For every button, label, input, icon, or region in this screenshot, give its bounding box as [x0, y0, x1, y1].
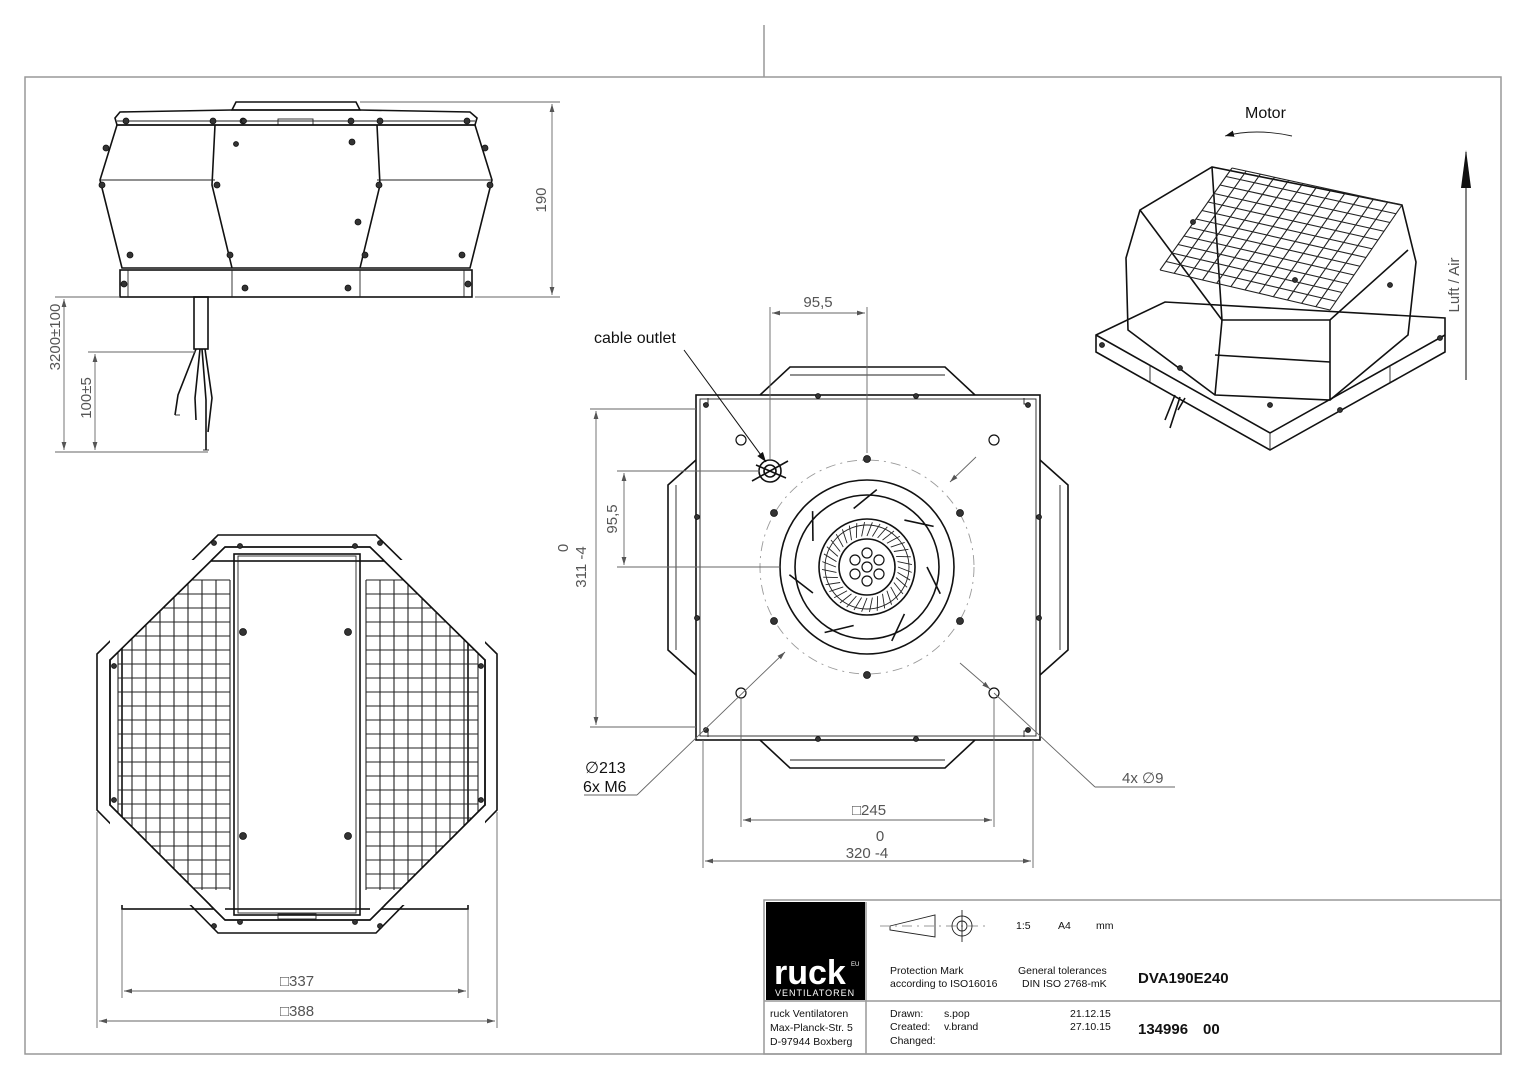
drawing-frame — [24, 25, 1502, 1055]
scale-value: 1:5 — [1016, 920, 1031, 932]
paper-size: A4 — [1058, 920, 1071, 932]
dim-outer-square: □388 — [280, 1003, 314, 1020]
dim-side-offset: 95,5 — [604, 504, 621, 533]
dim-bolt-thread: 6x M6 — [583, 779, 627, 796]
created-label: Created: — [890, 1021, 930, 1033]
dim-housing-square: □337 — [280, 973, 314, 990]
logo-subtitle: VENTILATOREN — [775, 988, 855, 998]
created-date: 27.10.15 — [1070, 1021, 1111, 1033]
drawn-date: 21.12.15 — [1070, 1008, 1111, 1020]
side-view-dimensions — [55, 101, 560, 453]
protection-mark-1: Protection Mark — [890, 965, 964, 977]
address-line-3: D-97944 Boxberg — [770, 1036, 852, 1048]
bottom-view — [667, 366, 1069, 769]
side-view — [98, 101, 494, 451]
changed-label: Changed: — [890, 1035, 936, 1047]
unit-value: mm — [1096, 920, 1114, 932]
drawn-label: Drawn: — [890, 1008, 923, 1020]
title-block — [763, 899, 1502, 1055]
logo-superscript: EU — [851, 962, 859, 968]
protection-mark-2: according to ISO16016 — [890, 978, 998, 990]
impeller-blades — [788, 488, 941, 642]
top-view — [96, 534, 498, 934]
address-line-2: Max-Planck-Str. 5 — [770, 1022, 853, 1034]
dim-base-width: 320 -4 — [846, 845, 889, 862]
dim-side-height: 190 — [533, 187, 550, 212]
product-name: DVA190E240 — [1138, 970, 1229, 987]
address-line-1: ruck Ventilatoren — [770, 1008, 848, 1020]
grille-top — [1159, 167, 1403, 311]
created-by: v.brand — [944, 1021, 978, 1033]
dim-top-offset: 95,5 — [803, 294, 832, 311]
drawn-by: s.pop — [944, 1008, 970, 1020]
logo-text: ruck — [774, 954, 846, 992]
tolerances-1: General tolerances — [1018, 965, 1107, 977]
isometric-view — [1095, 130, 1471, 451]
dim-side-tol-top: 0 — [555, 544, 572, 552]
top-view-dimensions — [96, 812, 498, 1028]
dim-cable-length: 3200±100 — [47, 304, 64, 371]
dim-side-tol: 311 -4 — [573, 546, 590, 587]
dim-hole-square: □245 — [852, 802, 886, 819]
dim-base-tol-top: 0 — [876, 828, 884, 845]
bottom-view-dimensions — [584, 307, 1175, 868]
dim-holes: 4x ∅9 — [1122, 770, 1163, 787]
label-cable-outlet: cable outlet — [594, 330, 676, 347]
drawing-number: 134996 — [1138, 1021, 1188, 1038]
dim-bolt-circle: ∅213 — [585, 760, 626, 777]
label-airflow: Luft / Air — [1446, 257, 1463, 312]
tolerances-2: DIN ISO 2768-mK — [1022, 978, 1107, 990]
dim-cable-strip: 100±5 — [78, 377, 95, 419]
label-motor: Motor — [1245, 105, 1287, 122]
revision-number: 00 — [1203, 1021, 1220, 1038]
